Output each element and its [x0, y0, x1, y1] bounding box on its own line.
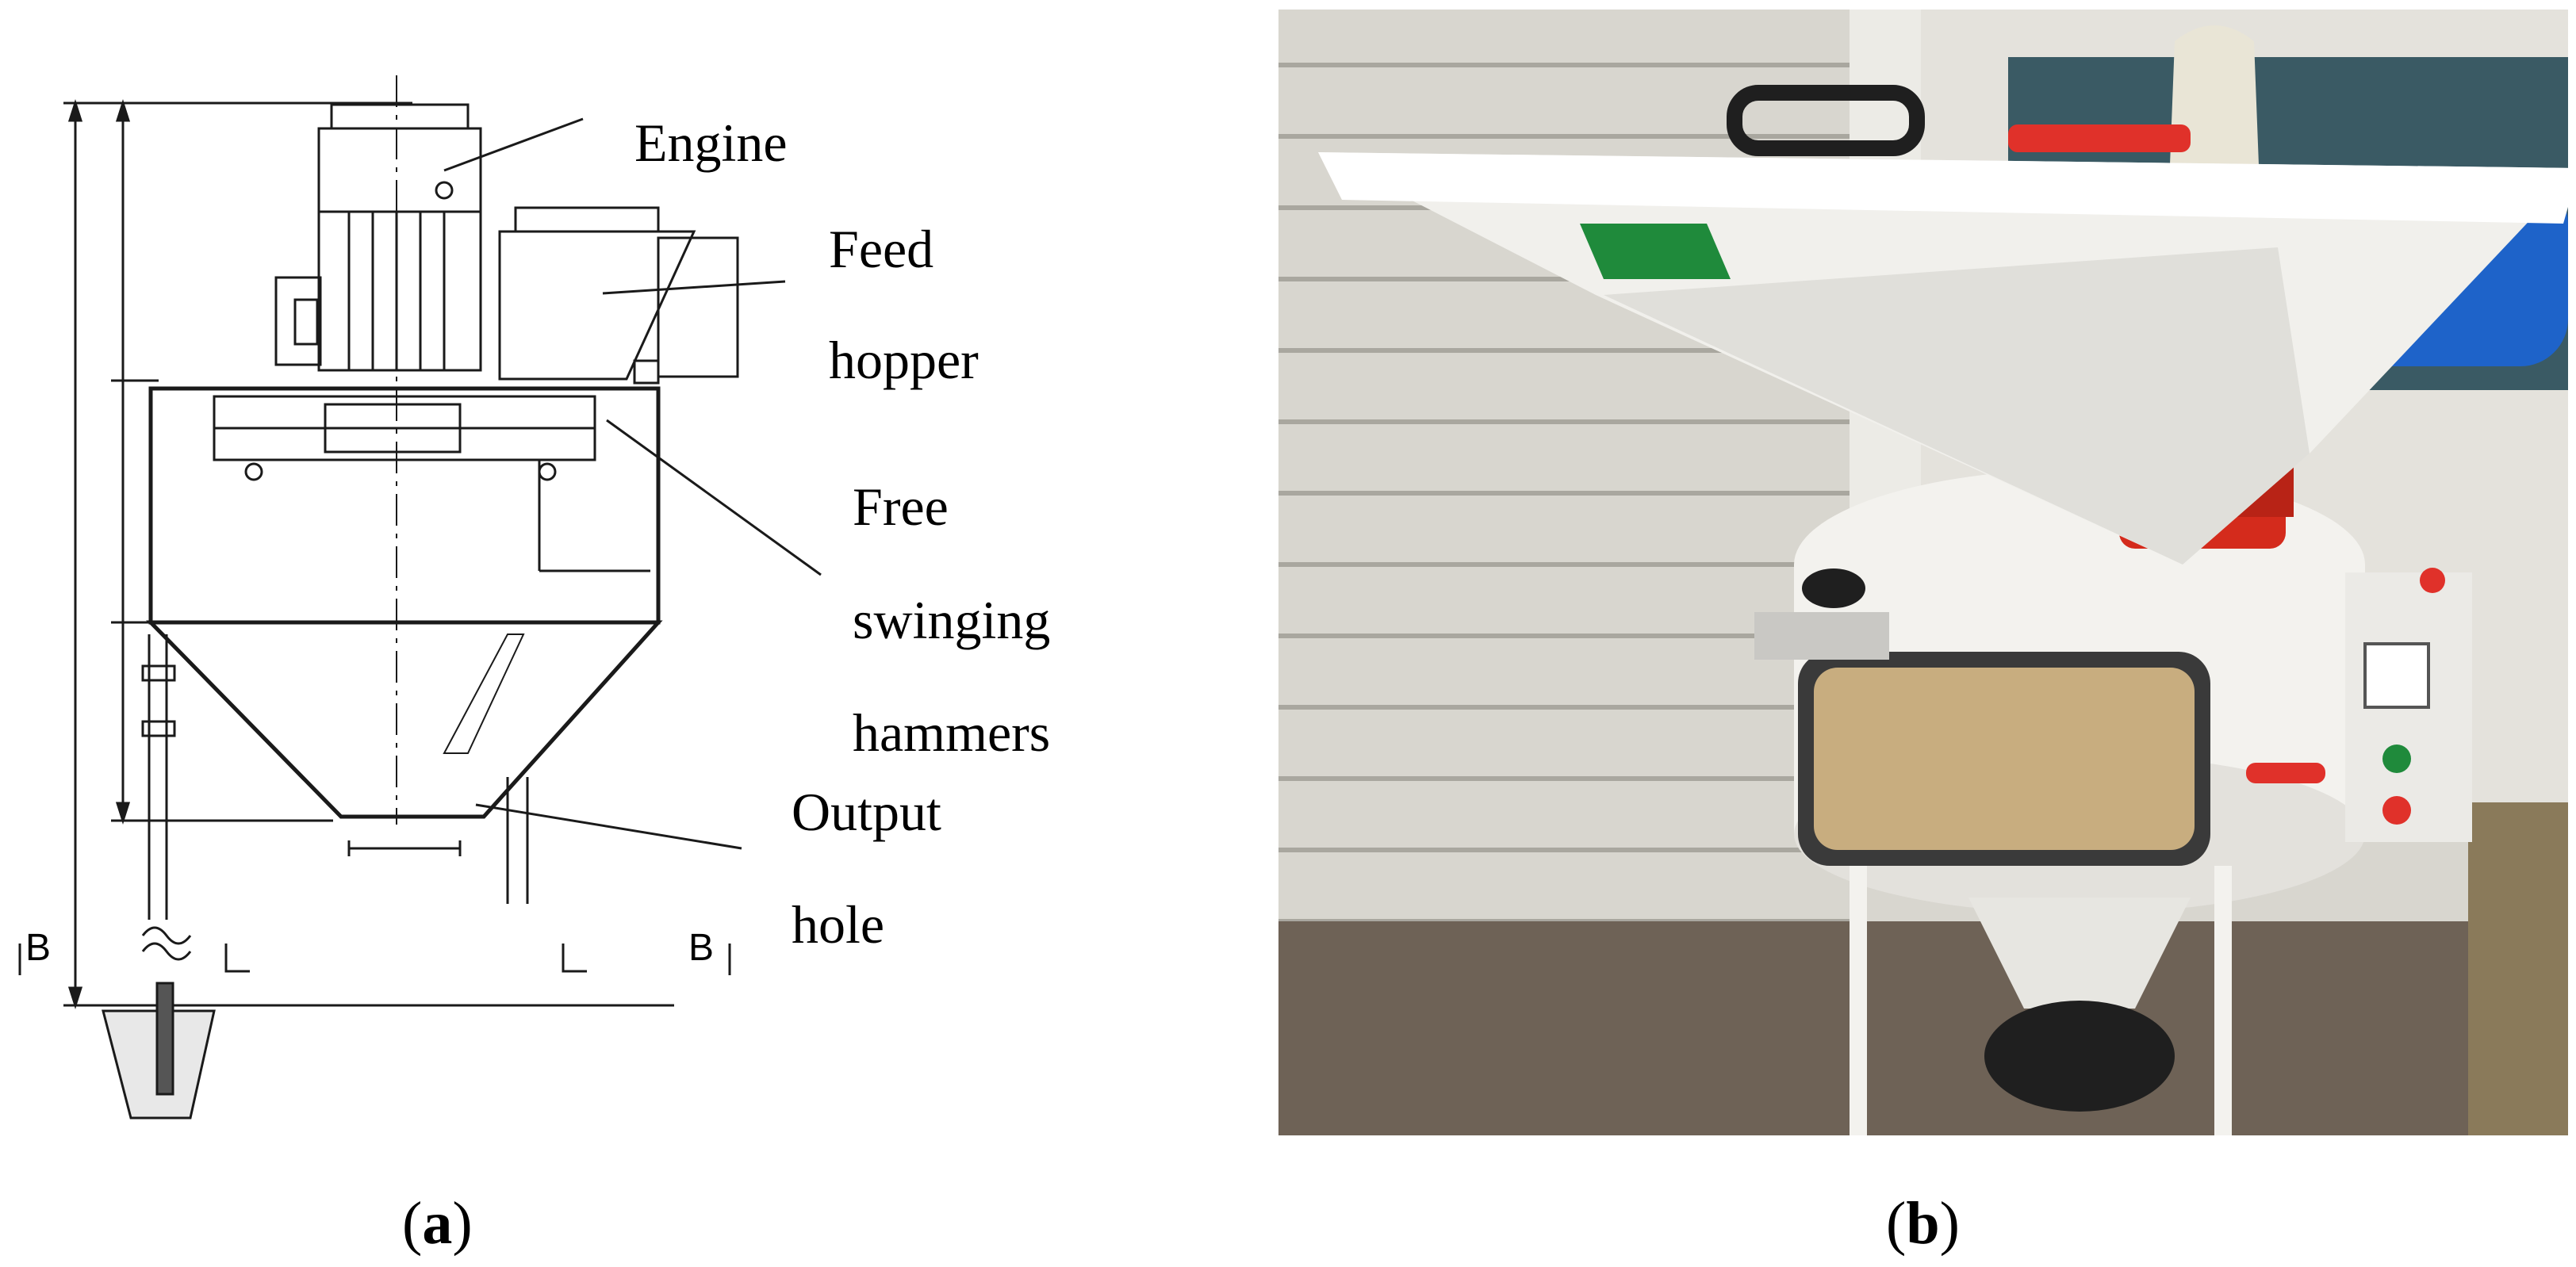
engine-label: Engine: [634, 113, 788, 173]
feed-hopper-label-2: hopper: [829, 330, 979, 390]
output-hole-label-2: hole: [792, 894, 885, 955]
lid-red-handle: [2008, 124, 2191, 152]
engine-drawing: [274, 103, 482, 372]
caption-a: (a): [402, 1193, 473, 1254]
hammers-label-3: hammers: [853, 702, 1051, 763]
drum-body-drawing: [148, 386, 661, 625]
leader-lines: [443, 117, 822, 850]
hammers-label-1: Free: [853, 477, 949, 537]
hopper: [1318, 85, 2568, 565]
section-mark-left: B: [25, 927, 52, 969]
legs-drawing: [141, 634, 529, 961]
technical-drawing: Engine Feed hopper Free swinging hammers…: [0, 0, 1158, 1158]
foundation-drawing: [102, 982, 216, 1120]
caption-b-open: (: [1886, 1190, 1907, 1257]
caption-b-letter: b: [1906, 1190, 1940, 1257]
caption-a-open: (: [402, 1190, 423, 1257]
caption-a-letter: a: [422, 1190, 453, 1257]
control-box: [2345, 568, 2472, 842]
latch-handle: [2246, 763, 2325, 783]
machine-photo: [1278, 10, 2568, 1135]
caption-b-close: ): [1939, 1190, 1960, 1257]
feed-hopper-label-1: Feed: [829, 219, 934, 279]
output-hole-label-1: Output: [792, 782, 941, 842]
green-tag: [1580, 224, 1731, 279]
dimension-lines: [63, 99, 674, 1009]
caption-b: (b): [1886, 1193, 1960, 1254]
hammers-label-2: swinging: [853, 590, 1051, 650]
section-mark-right: B: [688, 927, 715, 969]
lid-handle: [1727, 85, 1925, 156]
feed-hopper-drawing: [498, 206, 739, 385]
caption-a-close: ): [452, 1190, 473, 1257]
cone-drawing: [146, 620, 663, 856]
